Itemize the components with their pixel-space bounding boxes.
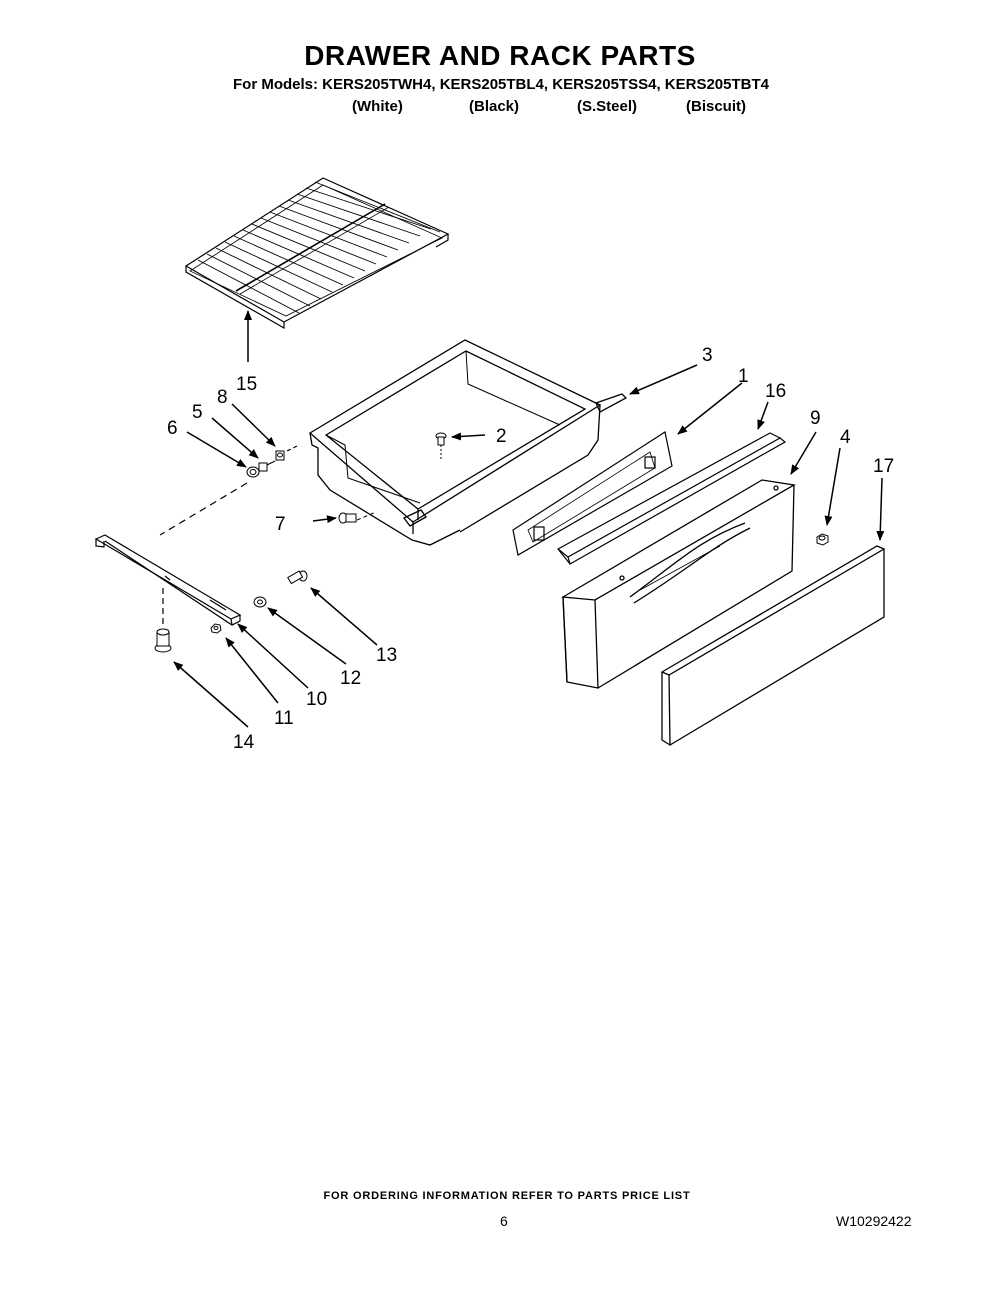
oven-rack <box>184 177 450 330</box>
callout-6: 6 <box>167 418 178 439</box>
callout-7: 7 <box>275 514 286 535</box>
variant-white: (White) <box>352 98 403 115</box>
drawer-screw <box>435 432 447 460</box>
callout-13: 13 <box>376 645 397 666</box>
ordering-note: FOR ORDERING INFORMATION REFER TO PARTS … <box>323 1190 691 1202</box>
document-id: W10292422 <box>836 1213 912 1229</box>
callout-2: 2 <box>496 426 507 447</box>
variant-steel: (S.Steel) <box>577 98 638 115</box>
rear-bracket-plate <box>512 431 673 556</box>
callout-3: 3 <box>702 345 713 366</box>
leader-10 <box>237 623 309 689</box>
leader-14 <box>173 661 249 728</box>
glide-hardware <box>246 450 285 478</box>
callout-16: 16 <box>765 381 786 402</box>
callout-1: 1 <box>738 366 749 387</box>
drawer-front-panel <box>560 479 796 689</box>
leader-12 <box>267 607 347 665</box>
callout-5: 5 <box>192 402 203 423</box>
leader-8 <box>231 403 276 447</box>
leader-17 <box>876 477 885 541</box>
assembly-line-8 <box>284 445 298 453</box>
callout-11: 11 <box>274 708 294 729</box>
nut <box>816 533 829 546</box>
callout-14: 14 <box>233 732 255 753</box>
leader-1 <box>677 382 743 435</box>
variant-black: (Black) <box>469 98 520 115</box>
callout-12: 12 <box>340 668 361 689</box>
page-title: DRAWER AND RACK PARTS <box>304 40 696 71</box>
rail-hardware <box>210 570 308 634</box>
glide-rail <box>94 534 242 626</box>
leader-9 <box>790 431 817 475</box>
callout-17: 17 <box>873 456 894 477</box>
callout-10: 10 <box>306 689 327 710</box>
leader-2 <box>451 432 486 441</box>
callout-15: 15 <box>236 374 257 395</box>
leader-6 <box>186 431 247 468</box>
page-number: 6 <box>500 1213 508 1229</box>
assembly-line-6 <box>159 482 248 536</box>
leader-11 <box>225 637 279 704</box>
leader-5 <box>211 417 259 459</box>
models-line: For Models: KERS205TWH4, KERS205TBL4, KE… <box>233 76 769 93</box>
leader-4 <box>824 447 841 526</box>
pan-screw <box>338 512 357 524</box>
assembly-line-7 <box>356 511 377 521</box>
drawer-outer-panel <box>660 545 886 747</box>
leader-13 <box>310 587 378 646</box>
drawer-trim-strip <box>556 432 787 565</box>
leader-7 <box>312 515 337 524</box>
callout-4: 4 <box>840 427 851 448</box>
leader-3 <box>629 364 698 395</box>
variant-biscuit: (Biscuit) <box>686 98 746 115</box>
callout-9: 9 <box>810 408 821 429</box>
callout-8: 8 <box>217 387 228 408</box>
leveling-foot <box>154 628 172 653</box>
drawer-pan <box>308 339 628 546</box>
leader-16 <box>757 401 769 430</box>
